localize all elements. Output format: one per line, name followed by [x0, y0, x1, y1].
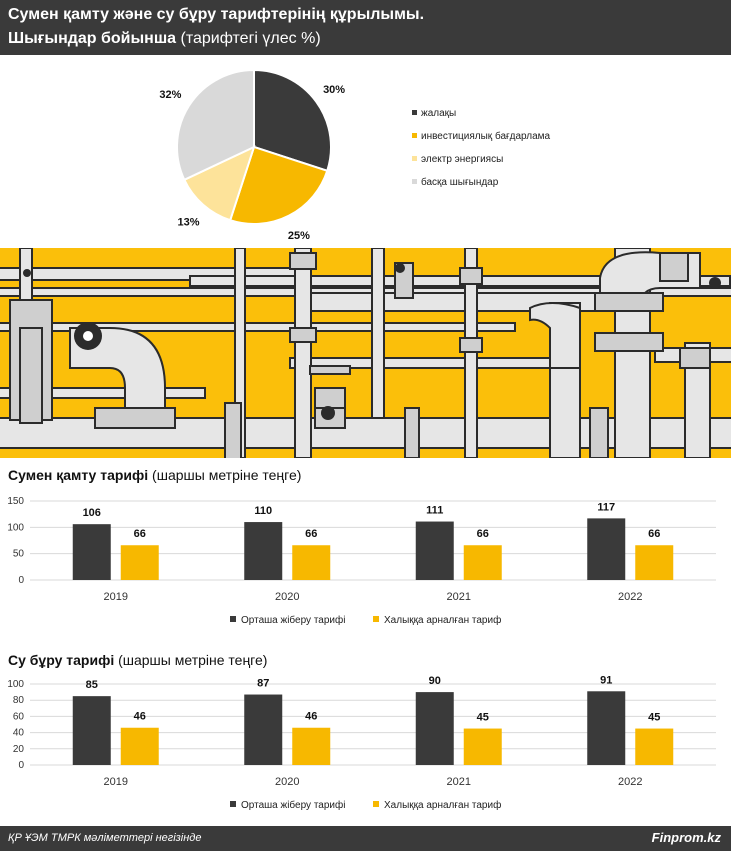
pie-slice	[253, 68, 332, 173]
wastewater-title-bold: Су бұру тарифі	[8, 652, 115, 668]
x-tick-label: 2019	[104, 776, 128, 788]
bar	[635, 728, 674, 765]
subtitle-rest: (тарифтегі үлес %)	[176, 30, 321, 47]
bar	[72, 524, 111, 580]
bar-value-label: 110	[254, 505, 272, 517]
legend-label: Халыққа арналған тариф	[384, 799, 501, 811]
pie-slice	[182, 145, 256, 222]
pie-slice	[176, 68, 255, 182]
bar	[463, 545, 502, 580]
pie-slice-label: 30%	[323, 84, 345, 96]
chart-subtitle: Шығындар бойынша (тарифтегі үлес %)	[8, 30, 321, 48]
legend-swatch	[412, 110, 417, 115]
water-supply-title-bold: Сумен қамту тарифі	[8, 467, 149, 483]
legend-swatch	[412, 156, 417, 161]
wastewater-title-rest: (шаршы метріне теңге)	[114, 652, 268, 668]
wastewater-tariff-chart: 0 20 40 60 80 100 85 46 2019 87 46 2020 90 45 2021 91 45…	[7, 674, 716, 811]
water-supply-title: Сумен қамту тарифі (шаршы метріне теңге)	[8, 467, 301, 483]
legend-label: жалақы	[421, 108, 456, 119]
bar-value-label: 87	[257, 678, 269, 690]
x-tick-label: 2022	[618, 776, 642, 788]
bar	[415, 692, 454, 765]
pie-slice-label: 32%	[159, 89, 181, 101]
brand-logo: Finprom.kz	[651, 830, 721, 845]
bar	[587, 691, 626, 765]
water-supply-title-rest: (шаршы метріне теңге)	[148, 467, 302, 483]
header: Сумен қамту және су бұру тарифтерінің құ…	[0, 0, 731, 55]
y-tick-label: 80	[13, 695, 25, 706]
y-tick-label: 20	[13, 744, 25, 755]
bar	[244, 522, 283, 580]
bar-value-label: 85	[86, 679, 98, 691]
bar-value-label: 45	[477, 712, 489, 724]
x-tick-label: 2019	[104, 591, 128, 603]
bar-value-label: 91	[600, 674, 612, 686]
water-supply-tariff-chart: 0 50 100 150 106 66 2019 110 66 2020 111 66 2021 117 6…	[7, 496, 716, 626]
y-tick-label: 60	[13, 711, 25, 722]
pie-chart: 30% 25% 13% 32% жалақы инвестициялық бағдарла…	[159, 68, 551, 242]
legend-label: инвестициялық бағдарлама	[421, 130, 551, 142]
footer: ҚР ҰЭМ ТМРК мәліметтері негізінде Finpro…	[0, 826, 731, 851]
legend-label: Орташа жіберу тарифі	[241, 799, 345, 811]
bar	[244, 694, 283, 765]
bar-value-label: 66	[477, 528, 489, 540]
legend-swatch	[412, 179, 417, 184]
chart-title: Сумен қамту және су бұру тарифтерінің құ…	[8, 6, 425, 23]
bar-value-label: 46	[134, 711, 146, 723]
bar-value-label: 66	[134, 528, 146, 540]
y-tick-label: 0	[18, 760, 24, 771]
legend-label: электр энергиясы	[421, 154, 503, 165]
legend-label: Халыққа арналған тариф	[384, 614, 501, 626]
bar-value-label: 111	[426, 505, 443, 517]
legend-swatch	[412, 133, 417, 138]
pie-slice	[228, 145, 329, 225]
subtitle-bold: Шығындар бойынша	[8, 30, 177, 47]
bar	[415, 521, 454, 580]
legend-label: Орташа жіберу тарифі	[241, 614, 345, 626]
legend-swatch	[230, 616, 236, 622]
legend-label: басқа шығындар	[421, 176, 499, 188]
x-tick-label: 2020	[275, 776, 299, 788]
legend-swatch	[373, 616, 379, 622]
bar	[463, 728, 502, 765]
pie-slice-label: 25%	[288, 230, 310, 242]
pie-panel: 30% 25% 13% 32% жалақы инвестициялық бағдарла…	[0, 55, 731, 248]
y-tick-label: 100	[7, 679, 24, 690]
wastewater-title: Су бұру тарифі (шаршы метріне теңге)	[8, 652, 267, 668]
bar	[292, 545, 331, 580]
x-tick-label: 2022	[618, 591, 642, 603]
bar-value-label: 90	[429, 675, 441, 687]
y-tick-label: 0	[18, 575, 24, 586]
bar-value-label: 66	[648, 528, 660, 540]
y-tick-label: 50	[13, 549, 25, 560]
x-tick-label: 2021	[447, 776, 471, 788]
bar	[120, 545, 159, 580]
source-note: ҚР ҰЭМ ТМРК мәліметтері негізінде	[8, 832, 202, 844]
y-tick-label: 100	[7, 522, 24, 533]
bar-value-label: 66	[305, 528, 317, 540]
legend-swatch	[373, 801, 379, 807]
x-tick-label: 2020	[275, 591, 299, 603]
y-tick-label: 40	[13, 728, 25, 739]
x-tick-label: 2021	[447, 591, 471, 603]
legend-swatch	[230, 801, 236, 807]
bar-value-label: 45	[648, 712, 660, 724]
y-tick-label: 150	[7, 496, 24, 507]
bar-value-label: 106	[83, 507, 101, 519]
bar	[587, 518, 626, 580]
bar	[120, 727, 159, 765]
pipes-image	[0, 248, 731, 458]
bar-value-label: 46	[305, 711, 317, 723]
pipes-illustration	[0, 248, 731, 458]
pie-slice-label: 13%	[178, 216, 200, 228]
bar	[635, 545, 674, 580]
bar	[292, 727, 331, 765]
bar-value-label: 117	[597, 501, 615, 513]
bar	[72, 696, 111, 765]
